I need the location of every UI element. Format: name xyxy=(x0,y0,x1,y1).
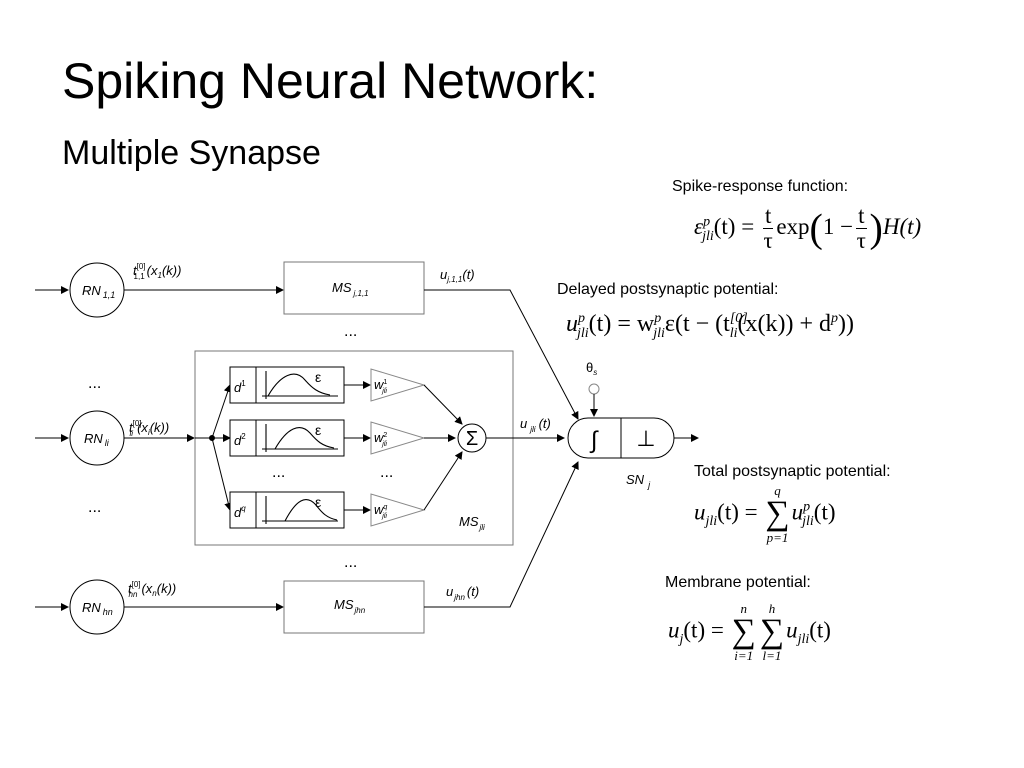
spike-response-caption: Spike-response function: xyxy=(672,178,849,195)
svg-text:d1: d1 xyxy=(234,379,246,395)
svg-text:ujhn(t): ujhn(t) xyxy=(446,584,479,602)
svg-text:...: ... xyxy=(88,375,101,392)
svg-text:MSjli: MSjli xyxy=(459,514,485,532)
svg-text:d2: d2 xyxy=(234,432,246,448)
svg-text:ujli(t): ujli(t) xyxy=(520,416,551,434)
svg-text:t[0]hn(xn(k)): t[0]hn(xn(k)) xyxy=(128,580,176,599)
svg-text:...: ... xyxy=(344,554,357,571)
svg-text:θs: θs xyxy=(586,360,597,377)
integral-symbol: ∫ xyxy=(589,427,599,454)
membrane-caption: Membrane potential: xyxy=(665,574,811,591)
svg-text:...: ... xyxy=(272,464,285,481)
sum-node xyxy=(457,423,487,453)
threshold-symbol: ⊥ xyxy=(636,426,655,451)
svg-text:MSj,1,1: MSj,1,1 xyxy=(332,280,369,298)
total-caption: Total postsynaptic potential: xyxy=(694,463,891,480)
svg-text:...: ... xyxy=(380,464,393,481)
delayed-caption: Delayed postsynaptic potential: xyxy=(557,281,779,298)
svg-text:dq: dq xyxy=(234,504,246,520)
sum-symbol: Σ xyxy=(466,428,478,450)
svg-text:uj,1,1(t): uj,1,1(t) xyxy=(440,267,475,284)
svg-text:...: ... xyxy=(344,323,357,340)
svg-text:ε: ε xyxy=(315,422,321,438)
slide-title: Spiking Neural Network: xyxy=(62,53,599,109)
svg-text:t[0]li(xi(k)): t[0]li(xi(k)) xyxy=(129,419,169,438)
svg-text:ε: ε xyxy=(315,494,321,510)
svg-text:SNj: SNj xyxy=(626,472,651,490)
delayed-formula: upjli(t) = wpjliε(t − (t[0]li(x(k)) + dp… xyxy=(566,311,854,341)
slide-subtitle: Multiple Synapse xyxy=(62,134,321,172)
svg-text:...: ... xyxy=(88,499,101,516)
svg-text:t[0]1,1(x1(k)): t[0]1,1(x1(k)) xyxy=(133,262,181,281)
svg-text:MSjhn: MSjhn xyxy=(334,597,366,615)
ms-top-box xyxy=(283,261,425,315)
ms-bot-box xyxy=(283,580,425,634)
svg-text:RN1,1: RN1,1 xyxy=(82,283,115,300)
svg-text:ε: ε xyxy=(315,369,321,385)
